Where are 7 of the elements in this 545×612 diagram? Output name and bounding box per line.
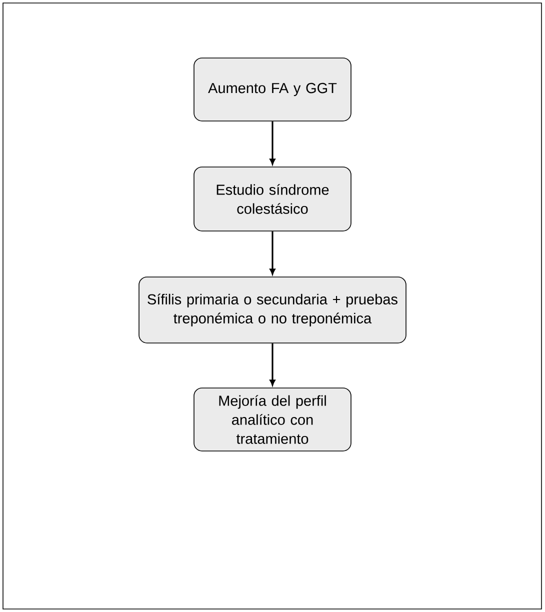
- process-box: Mejoría del perfil analítico con tratamiento: [194, 388, 352, 452]
- process-box: Estudio síndrome colestásico: [194, 166, 352, 232]
- arrow: [270, 121, 276, 165]
- process-box: Sífilis primaria o secundaria + pruebas treponémica o no treponémica: [138, 276, 406, 344]
- arrow: [270, 343, 276, 386]
- process-box: Aumento FA y GGT: [194, 58, 352, 122]
- arrow: [270, 231, 276, 275]
